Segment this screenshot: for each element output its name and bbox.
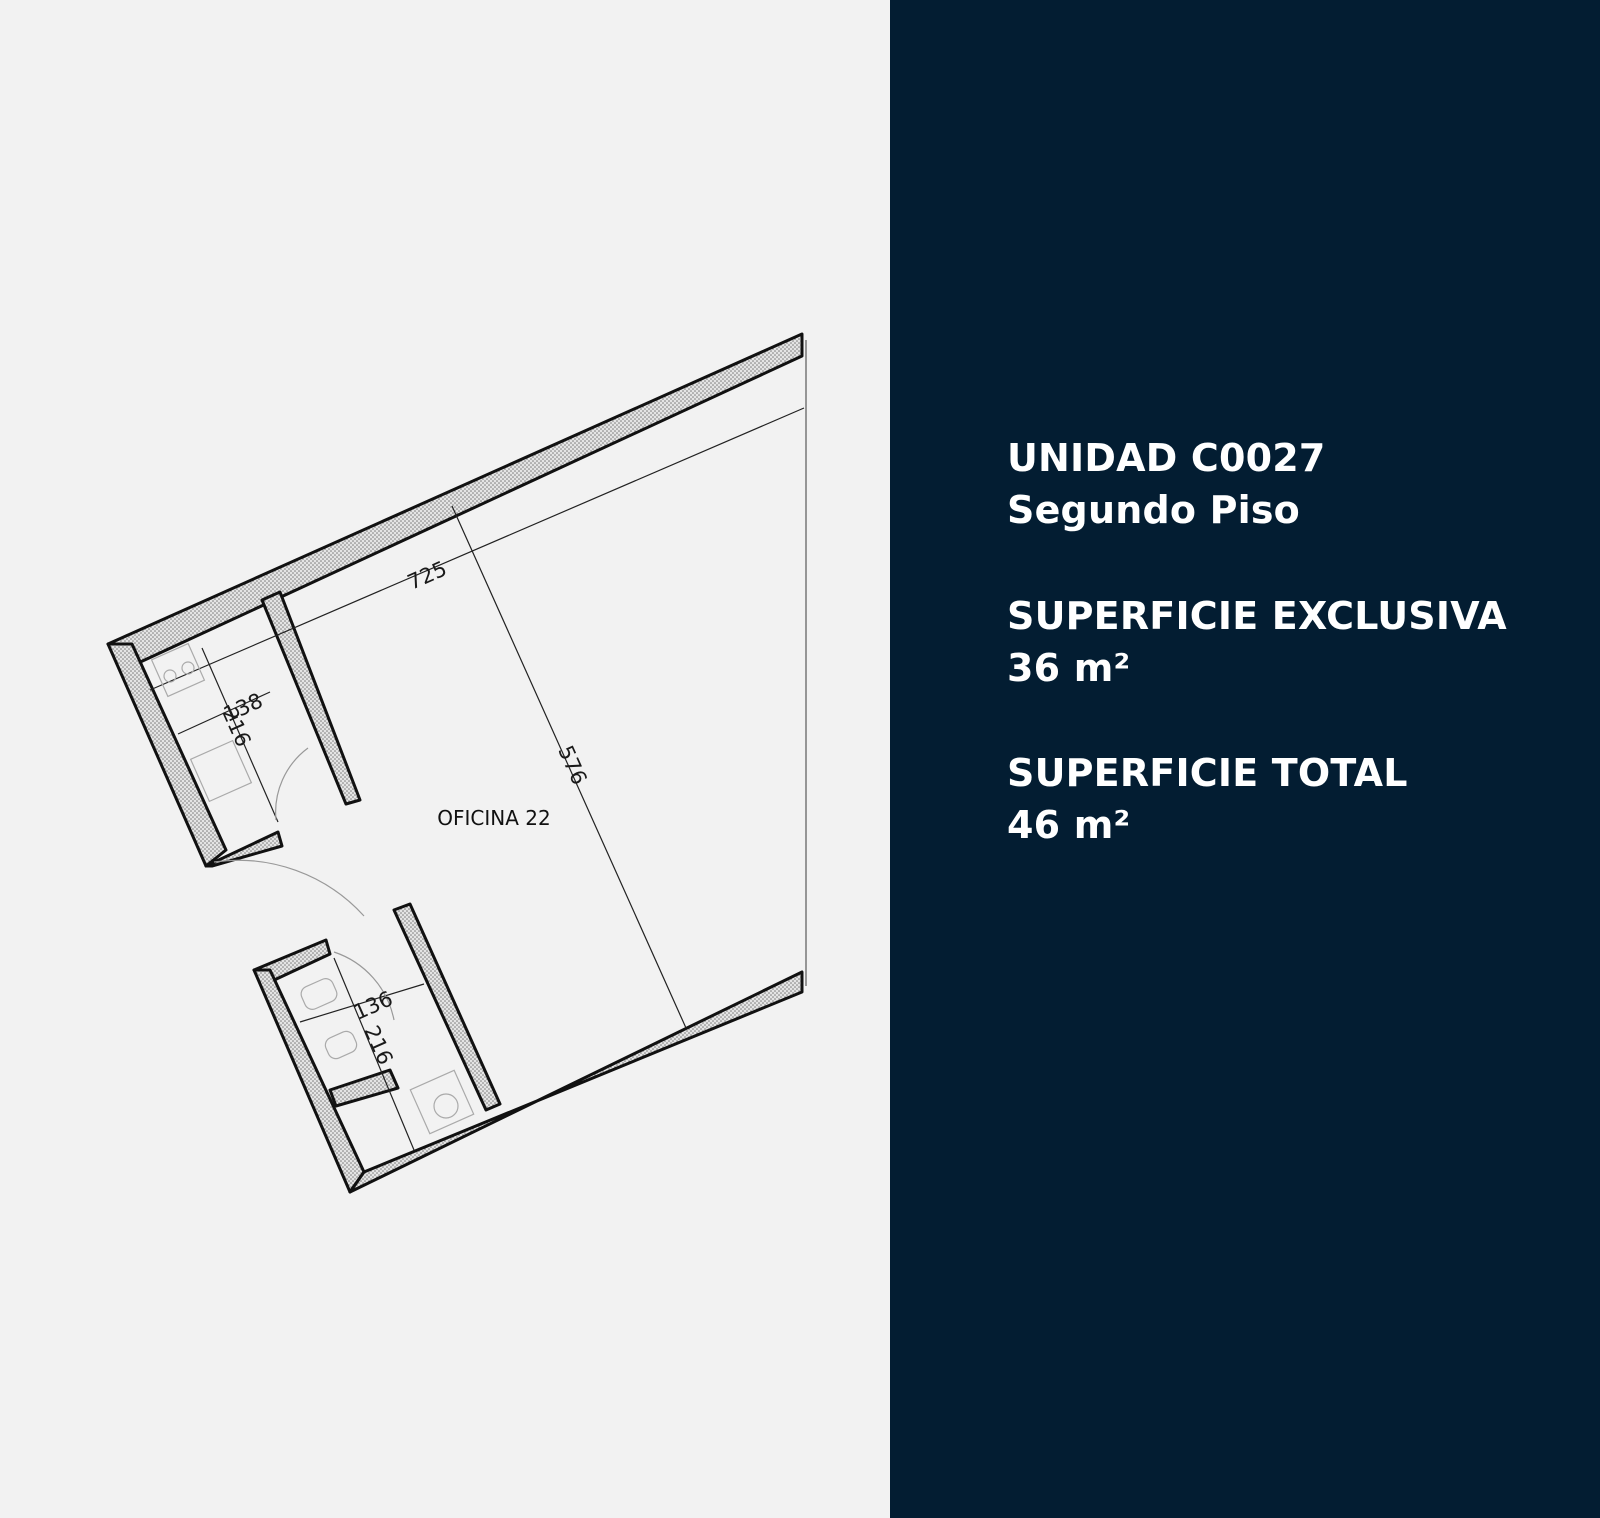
dim-label-bath-width: 136 [350, 986, 396, 1024]
unit-title: UNIDAD C0027 [1007, 436, 1326, 480]
fixtures [150, 642, 475, 1135]
dim-label-depth: 576 [553, 742, 591, 788]
floor-plan-drawing: 725 576 138 216 136 216 OFICINA 22 [106, 332, 807, 1194]
floor-label: Segundo Piso [1007, 488, 1300, 532]
dim-label-bath-depth: 216 [359, 1022, 397, 1068]
room-label: OFICINA 22 [437, 806, 550, 830]
total-area-value: 46 m² [1007, 803, 1131, 847]
door-swings [213, 747, 395, 1021]
total-area-label: SUPERFICIE TOTAL [1007, 751, 1408, 795]
stove-burner-icon [181, 661, 195, 675]
stove-fixture [150, 642, 206, 698]
washbasin-fixture [409, 1069, 475, 1135]
wall-bath-inner [328, 1068, 400, 1108]
dimension-lines [149, 407, 805, 1151]
wall-left-lower [252, 968, 366, 1194]
exclusive-area-label: SUPERFICIE EXCLUSIVA [1007, 594, 1507, 638]
dim-line-bath-width [299, 983, 425, 1023]
sink-fixture [189, 739, 253, 803]
dim-line-kitchen-depth [201, 647, 279, 823]
dim-line-kitchen-width [177, 691, 271, 735]
dim-line-depth [451, 505, 687, 1029]
dim-line-bath-depth [333, 957, 415, 1151]
door-arc-bath [333, 951, 395, 1021]
door-arc-kitchen [275, 747, 309, 821]
wall-left-upper-return [204, 830, 284, 868]
total-area-block: SUPERFICIE TOTAL 46 m² [1007, 747, 1408, 851]
wall-bath-partition [392, 902, 502, 1112]
dim-label-length: 725 [404, 556, 450, 594]
wall-kitchen-partition [260, 590, 362, 806]
unit-info-panel: UNIDAD C0027 Segundo Piso SUPERFICIE EXC… [890, 0, 1600, 1518]
door-arc-entry [213, 859, 365, 917]
exclusive-area-block: SUPERFICIE EXCLUSIVA 36 m² [1007, 590, 1507, 694]
washbasin-bowl-icon [433, 1093, 459, 1119]
bidet-fixture [324, 1030, 358, 1060]
walls [106, 332, 804, 1194]
stove-burner-icon [163, 669, 177, 683]
dim-line-length [149, 407, 805, 691]
floor-plan-panel: 725 576 138 216 136 216 OFICINA 22 [106, 332, 807, 1194]
wall-top [106, 332, 804, 672]
exclusive-area-value: 36 m² [1007, 646, 1131, 690]
wall-bottom [348, 970, 804, 1194]
unit-block: UNIDAD C0027 Segundo Piso [1007, 432, 1326, 536]
toilet-fixture [300, 978, 338, 1010]
wall-left-upper [106, 642, 228, 868]
